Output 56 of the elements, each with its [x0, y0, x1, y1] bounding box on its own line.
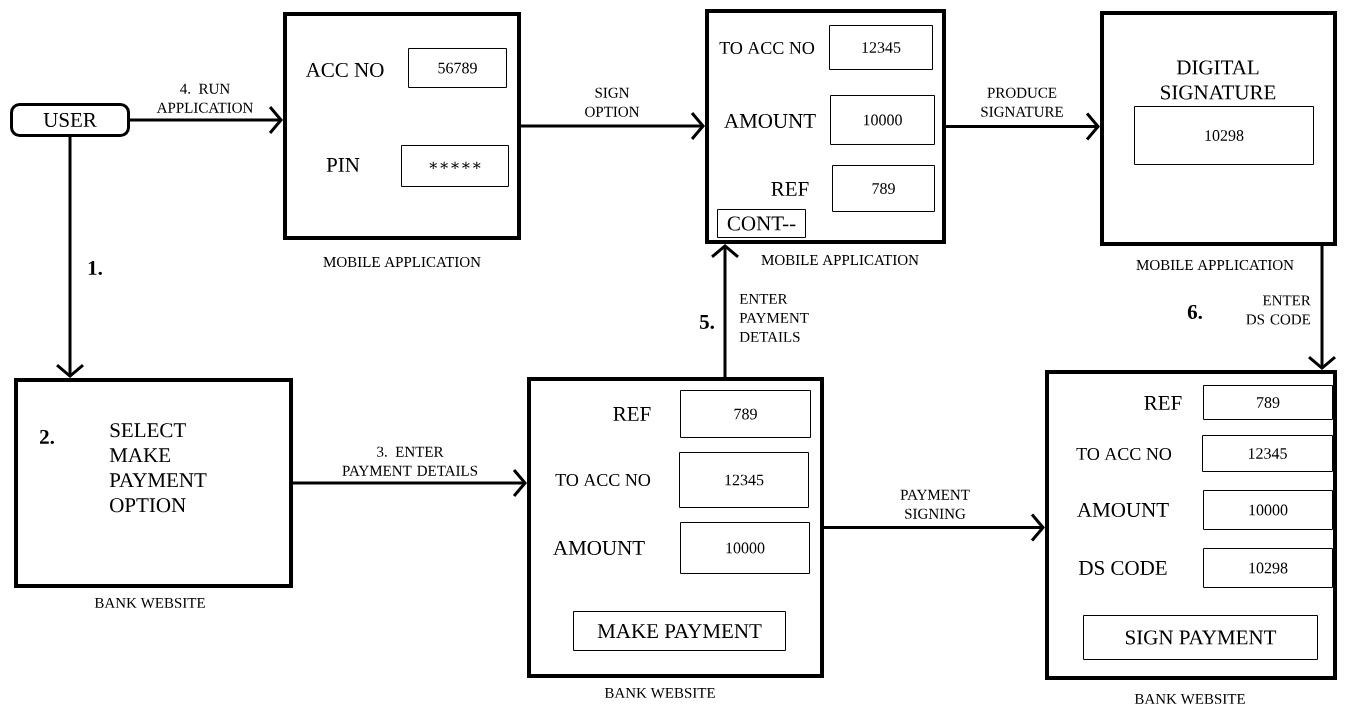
field-label: REF — [771, 182, 809, 196]
input-field: 789 — [680, 390, 811, 438]
field-label: DS CODE — [1079, 560, 1167, 576]
arrow — [56, 137, 84, 378]
edge-label: ENTER PAYMENT DETAILS — [739, 294, 809, 342]
field-label: AMOUNT — [553, 540, 645, 556]
edge-label: 3. ENTER PAYMENT DETAILS — [342, 446, 478, 476]
user-box: USER — [10, 103, 130, 137]
step-number: 6. — [1187, 304, 1202, 320]
edge-label: ENTER DS CODE — [1246, 295, 1311, 325]
screen-caption: MOBILE APPLICATION — [761, 254, 919, 266]
button: SIGN PAYMENT — [1083, 615, 1318, 660]
input-field: ∗∗∗∗∗ — [401, 145, 509, 187]
arrow — [521, 112, 705, 140]
input-field: 10000 — [830, 95, 935, 145]
screen-caption: MOBILE APPLICATION — [323, 256, 481, 268]
edge-label: SIGN OPTION — [585, 87, 640, 117]
field-label: AMOUNT — [724, 113, 816, 129]
input-field: 10000 — [1203, 490, 1333, 530]
arrow — [946, 112, 1100, 141]
page-caption: BANK WEBSITE — [604, 687, 715, 699]
step-number: 2. — [40, 429, 54, 445]
field-label: REF — [1144, 396, 1182, 410]
input-field: 12345 — [679, 452, 809, 508]
input-field: 789 — [832, 165, 935, 212]
arrow — [1308, 246, 1336, 370]
instruction-text: SELECT MAKE PAYMENT OPTION — [109, 423, 207, 513]
arrow — [130, 106, 283, 134]
field-label: AMOUNT — [1077, 502, 1169, 518]
edge-label: 1. — [88, 260, 102, 276]
edge-label: PAYMENT SIGNING — [900, 489, 970, 519]
field-label: TO ACC NO — [719, 41, 815, 55]
step-number: 5. — [700, 314, 714, 329]
screen-caption: MOBILE APPLICATION — [1136, 259, 1294, 271]
button: CONT-- — [717, 209, 806, 238]
input-field: 56789 — [408, 48, 507, 88]
field-label: TO ACC NO — [1076, 447, 1172, 461]
button: MAKE PAYMENT — [573, 611, 786, 651]
page-caption: BANK WEBSITE — [1134, 693, 1245, 705]
input-field: 12345 — [1202, 435, 1333, 472]
input-field: 12345 — [829, 25, 933, 70]
screen-heading: DIGITAL SIGNATURE — [1161, 60, 1276, 100]
arrow — [711, 244, 739, 377]
input-field: 10000 — [680, 522, 810, 574]
page-caption: BANK WEBSITE — [94, 597, 205, 609]
field-label: ACC NO — [305, 62, 384, 78]
field-label: REF — [613, 407, 651, 421]
field-label: TO ACC NO — [555, 473, 651, 487]
arrow — [824, 513, 1045, 542]
input-field: 10298 — [1134, 106, 1314, 165]
input-field: 10298 — [1203, 548, 1333, 588]
arrow — [293, 469, 527, 497]
input-field: 789 — [1203, 385, 1333, 420]
edge-label: PRODUCE SIGNATURE — [981, 87, 1063, 117]
field-label: PIN — [326, 158, 360, 172]
edge-label: 4. RUN APPLICATION — [156, 83, 253, 113]
